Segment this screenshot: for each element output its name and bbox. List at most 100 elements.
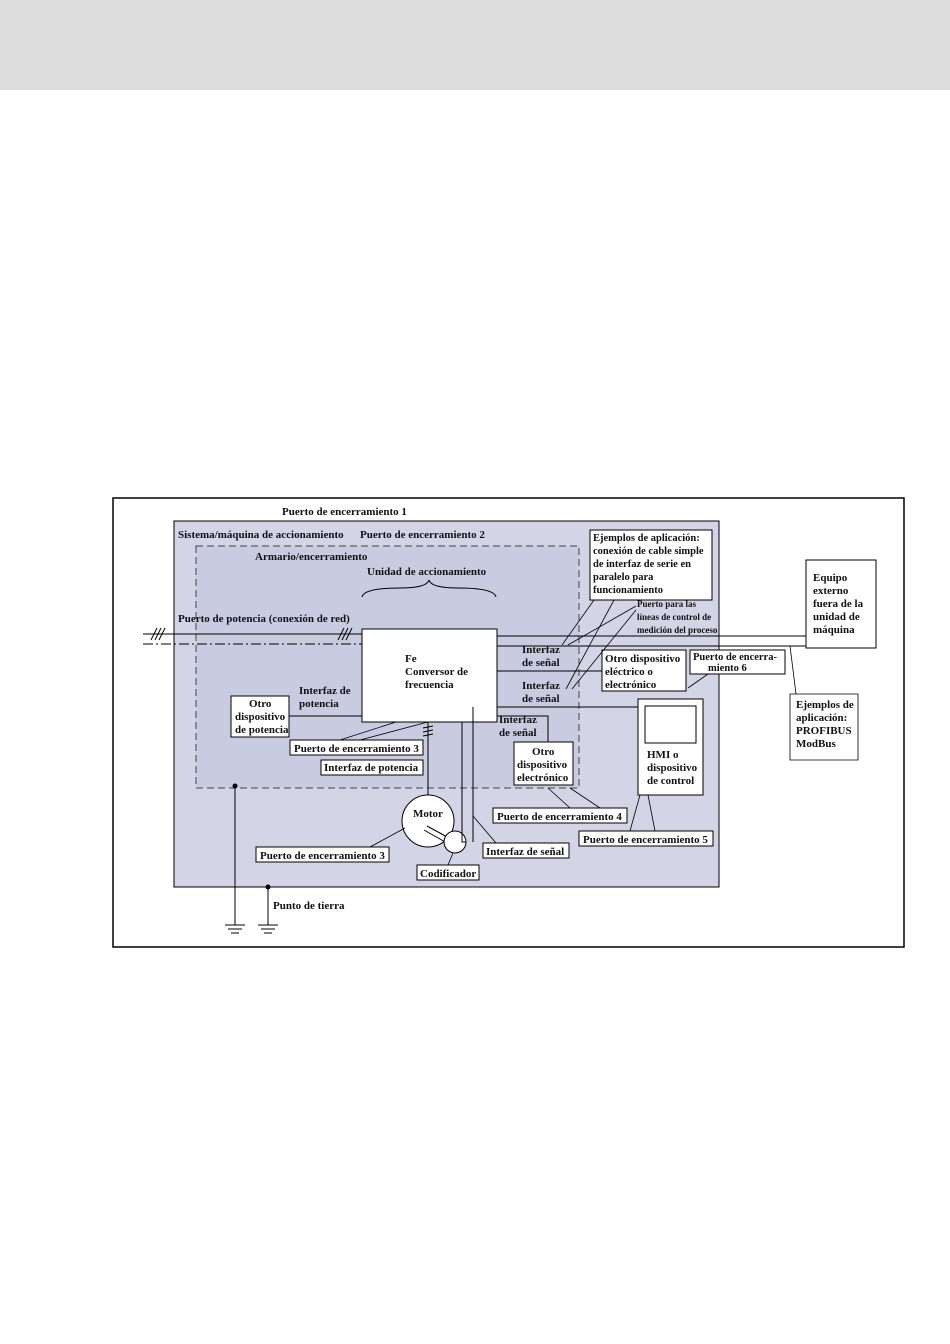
ground-symbol-left <box>225 924 245 934</box>
signal-if-motor-label: Interfaz de señal <box>486 846 564 858</box>
other-power-line2: dispositivo <box>235 711 286 723</box>
app-examples-box <box>589 529 713 601</box>
other-power-line3: de potencia <box>235 724 289 736</box>
process-pointer-1 <box>567 605 637 646</box>
other-electronic-box <box>513 741 574 786</box>
external-line4: unidad de <box>813 611 860 623</box>
fc-label-line2: Conversor de <box>405 666 468 678</box>
motor-shaft <box>423 829 448 844</box>
port6-line1: Puerto de encerra- <box>693 652 777 663</box>
hmi-line1: HMI o <box>647 749 679 761</box>
app-pointer-2 <box>565 599 615 690</box>
signal-if-2-line1: Interfaz <box>522 680 560 692</box>
ground-symbol-right <box>258 924 278 934</box>
fieldbus-line4: ModBus <box>796 738 836 750</box>
fieldbus-line1: Ejemplos de <box>796 699 854 711</box>
port4-label: Puerto de encerramiento 4 <box>497 811 622 823</box>
power-if-motor-label: Interfaz de potencia <box>324 762 419 774</box>
signal-if-3-line2: de señal <box>499 727 537 739</box>
signal-if-2-line2: de señal <box>522 693 560 705</box>
three-phase-mark-left <box>150 627 166 641</box>
port5-label: Puerto de encerramiento 5 <box>583 834 708 846</box>
port1-label: Puerto de encerramiento 1 <box>282 506 407 518</box>
port3-upper-pointer-b <box>359 721 429 741</box>
port5-box <box>578 830 714 847</box>
other-electronic-line1: Otro <box>532 746 555 758</box>
process-lines-line2: líneas de control de <box>637 612 711 622</box>
external-line5: máquina <box>813 624 855 636</box>
ground-node-right <box>265 884 271 890</box>
other-elec-line3: electrónico <box>605 679 657 691</box>
process-lines-line1: Puerto para las <box>637 599 696 609</box>
port6-pointer <box>687 673 709 689</box>
encoder-pointer <box>447 852 454 866</box>
power-port-label: Puerto de potencia (conexión de red) <box>178 613 350 625</box>
signal-if-motor-box <box>482 842 570 859</box>
other-elec-line2: eléctrico o <box>605 666 653 678</box>
port4-pointer <box>547 787 571 809</box>
fieldbus-pointer <box>789 645 797 695</box>
signal-if-1-line1: Interfaz <box>522 644 560 656</box>
fieldbus-bracket <box>789 693 859 761</box>
ground-node-left <box>232 783 238 789</box>
process-pointer-2 <box>571 609 637 690</box>
fc-label-line1: Fe <box>405 653 417 665</box>
port3-lower-box <box>255 846 390 863</box>
fieldbus-line2: aplicación: <box>796 712 847 724</box>
app-pointer-1 <box>561 599 595 646</box>
other-elec-line1: Otro dispositivo <box>605 653 681 665</box>
port5-pointer-a <box>629 794 641 832</box>
three-phase-mark-motor <box>422 725 434 737</box>
external-line3: fuera de la <box>813 598 864 610</box>
fc-label-line3: frecuencia <box>405 679 454 691</box>
cabinet-label: Armario/encerramiento <box>255 551 368 563</box>
hmi-line2: dispositivo <box>647 762 698 774</box>
app-examples-line5: funcionamiento <box>593 585 663 596</box>
drive-unit-label: Unidad de accionamiento <box>367 566 487 578</box>
other-power-line1: Otro <box>249 698 272 710</box>
hmi-screen <box>644 705 697 744</box>
signal-if-1-line2: de señal <box>522 657 560 669</box>
power-if-line2: potencia <box>299 698 339 710</box>
port6-line2: miento 6 <box>708 663 747 674</box>
port2-label: Puerto de encerramiento 2 <box>360 529 485 541</box>
other-electronic-line2: dispositivo <box>517 759 568 771</box>
ground-point-label: Punto de tierra <box>273 900 345 912</box>
external-equipment-box <box>805 559 877 649</box>
three-phase-mark-right <box>337 627 353 641</box>
signal-line-other-electronic <box>497 715 549 742</box>
signal-if-3-line1: Interfaz <box>499 714 537 726</box>
header-band <box>0 0 950 90</box>
drive-system-label: Sistema/máquina de accionamiento <box>178 529 344 541</box>
app-examples-line2: conexión de cable simple <box>593 546 704 557</box>
signal-if-motor-pointer <box>472 815 497 844</box>
port3-lower-label: Puerto de encerramiento 3 <box>260 850 385 862</box>
other-power-device-box <box>230 695 290 738</box>
hmi-line3: de control <box>647 775 694 787</box>
fieldbus-line3: PROFIBUS <box>796 725 852 737</box>
power-if-motor-box <box>320 759 424 776</box>
port3-upper-pointer-a <box>339 721 397 741</box>
external-line2: externo <box>813 585 849 597</box>
encoder-signal-line <box>461 722 466 843</box>
power-if-line1: Interfaz de <box>299 685 351 697</box>
app-examples-line3: de interfaz de serie en <box>593 559 691 570</box>
drive-unit-brace <box>361 579 497 598</box>
process-lines-line3: medición del proceso <box>637 625 718 635</box>
port4-pointer-b <box>569 787 601 809</box>
app-examples-line4: paralelo para <box>593 572 654 583</box>
port6-box <box>689 649 786 675</box>
external-line1: Equipo <box>813 572 848 584</box>
motor-label: Motor <box>413 808 443 820</box>
port5-pointer-b <box>647 794 656 832</box>
port3-upper-box <box>289 739 424 756</box>
port3-lower-pointer <box>369 827 406 848</box>
frequency-converter-box <box>361 628 498 723</box>
other-electronic-line3: electrónico <box>517 772 569 784</box>
port3-upper-label: Puerto de encerramiento 3 <box>294 743 419 755</box>
app-examples-line1: Ejemplos de aplicación: <box>593 533 700 544</box>
other-electrical-device-box <box>601 649 687 692</box>
encoder-label: Codificador <box>420 868 476 880</box>
port4-box <box>492 807 628 824</box>
